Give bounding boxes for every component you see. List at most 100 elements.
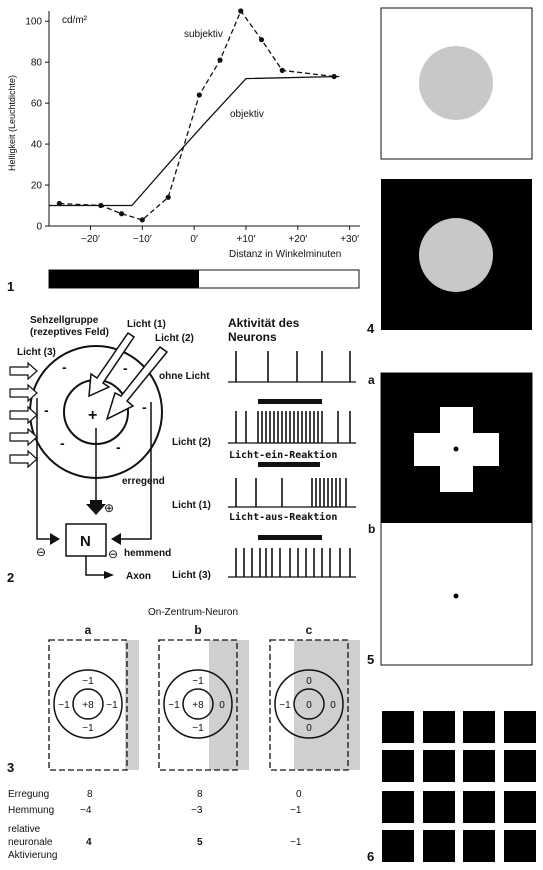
figure-number-5: 5 (367, 652, 374, 667)
value-left: −1 (58, 700, 70, 711)
receptive-field-diagram: Sehzellgruppe (rezeptives Feld) Licht (1… (7, 315, 194, 585)
grid-square (504, 791, 536, 823)
x-tick-label: +20′ (288, 234, 307, 245)
grid-square (504, 750, 536, 782)
data-point (118, 211, 125, 217)
y-tick-label: 40 (31, 140, 43, 151)
value-hemmung-a: −4 (80, 805, 92, 816)
x-tick-label: −20′ (81, 234, 100, 245)
grid-square (463, 750, 495, 782)
value-erregung-c: 0 (296, 789, 302, 800)
hermann-grid (382, 711, 536, 862)
neural-wiring (36, 398, 152, 540)
plus-symbol: ⊕ (104, 501, 114, 515)
value-right: 0 (219, 700, 225, 711)
data-point (56, 200, 62, 207)
field-frame (269, 639, 349, 771)
fig5-label-a: a (368, 373, 375, 387)
center-circle (72, 688, 104, 720)
fixation-dot (453, 593, 459, 599)
figure-number-6: 6 (367, 849, 374, 864)
data-point (139, 217, 145, 223)
value-bottom: 0 (306, 723, 312, 734)
value-left: −1 (279, 700, 291, 711)
center-circle (293, 688, 325, 720)
row-ohne-licht: ohne Licht (159, 371, 210, 382)
panel-b: b −1 −1 −1 0 +8 (158, 623, 249, 771)
grid-square (504, 830, 536, 862)
y-tick-label: 20 (31, 181, 43, 192)
data-point (196, 92, 202, 98)
axon-line (85, 556, 106, 576)
center-circle (182, 688, 214, 720)
data-point (279, 67, 285, 73)
grey-disc (419, 218, 493, 292)
licht-3-label: Licht (3) (17, 347, 56, 358)
neuron-box (65, 523, 107, 557)
value-right: 0 (330, 700, 336, 711)
value-bottom: −1 (192, 723, 204, 734)
activity-title: Neurons (228, 330, 277, 344)
figure-number-2: 2 (7, 570, 14, 585)
value-hemmung-b: −3 (191, 805, 203, 816)
licht-1-label: Licht (1) (127, 319, 166, 330)
value-activation-a: 4 (86, 837, 92, 848)
value-activation-c: −1 (290, 837, 302, 848)
series-line-subjektiv (59, 9, 335, 221)
axon-arrow (104, 571, 114, 579)
data-point (217, 57, 223, 63)
surround-minus: - (60, 435, 65, 451)
row-label-hemmung: Hemmung (8, 805, 54, 816)
grid-square (382, 830, 414, 862)
field-frame (158, 639, 238, 771)
field-frame (48, 639, 128, 771)
figure-number-3: 3 (7, 760, 14, 775)
light-stimulus (294, 640, 360, 770)
luminance-strip-dark (49, 270, 199, 288)
row-label-erregung: Erregung (8, 789, 49, 800)
figure-number-4: 4 (367, 321, 375, 336)
value-center: +8 (192, 700, 204, 711)
value-hemmung-c: −1 (290, 805, 302, 816)
surround-circle (53, 669, 123, 739)
grid-square (382, 711, 414, 743)
value-top: −1 (192, 676, 204, 687)
surround-minus: - (123, 360, 128, 376)
value-center: +8 (82, 700, 94, 711)
hemmend-label: hemmend (124, 548, 171, 559)
grid-square (423, 711, 455, 743)
x-tick-label: +10′ (237, 234, 256, 245)
grid-square (382, 750, 414, 782)
surround-minus: - (62, 359, 67, 375)
grid-square (504, 711, 536, 743)
value-bottom: −1 (82, 723, 94, 734)
activation-label: neuronale (8, 837, 53, 848)
stimulus-bar (258, 462, 320, 467)
fig2-subtitle: (rezeptives Feld) (30, 327, 109, 338)
neuron-label: N (80, 533, 91, 550)
surround-minus: - (116, 439, 121, 455)
y-tick-label: 100 (25, 17, 42, 28)
fig3-title: On-Zentrum-Neuron (148, 607, 238, 618)
excitatory-arrow (86, 500, 106, 515)
stimulus-bar (258, 399, 322, 404)
minus-symbol-right: ⊖ (108, 547, 118, 561)
value-top: 0 (306, 676, 312, 687)
panel-label: a (85, 623, 92, 637)
stimulus-bar (258, 535, 322, 540)
y-tick-label: 0 (36, 222, 42, 233)
x-axis-label: Distanz in Winkelminuten (229, 249, 341, 260)
row-licht-1: Licht (1) (172, 500, 211, 511)
grid-square (463, 791, 495, 823)
inhibitory-terminal-left (50, 533, 60, 545)
series-label-objektiv: objektiv (230, 109, 264, 120)
panel-label: b (194, 623, 201, 637)
light-stimulus (125, 640, 139, 770)
value-activation-b: 5 (197, 837, 203, 848)
value-left: −1 (168, 700, 180, 711)
grid-square (423, 791, 455, 823)
